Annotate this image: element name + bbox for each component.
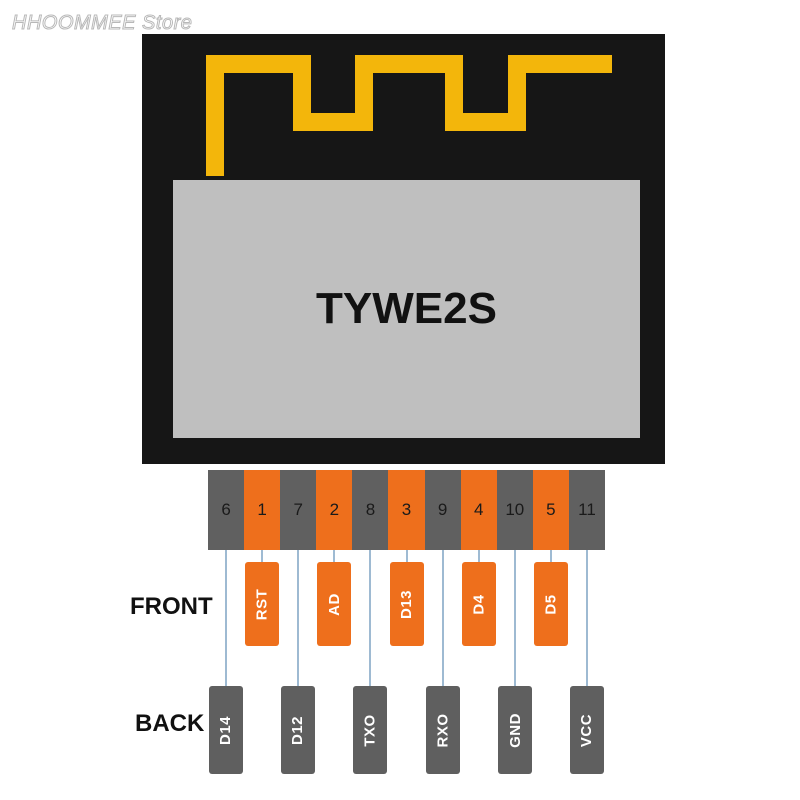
signal-label: AD <box>325 592 343 616</box>
pin-header-strip: 6 1 7 2 8 3 9 4 10 5 11 <box>208 470 606 550</box>
signal-label: RXO <box>434 712 452 748</box>
back-signal-tag: GND <box>498 686 532 774</box>
pin-9: 9 <box>424 470 461 550</box>
back-signal-tag: D12 <box>281 686 315 774</box>
pin-number: 10 <box>505 500 525 519</box>
module-name-label: TYWE2S <box>316 284 497 333</box>
pin-number: 11 <box>578 500 596 519</box>
pin-number: 5 <box>546 500 556 519</box>
back-signal-tag: D14 <box>209 686 243 774</box>
front-side-label: FRONT <box>130 593 213 620</box>
pin-4: 4 <box>460 470 497 550</box>
signal-label: RST <box>253 588 271 620</box>
signal-label: D5 <box>542 593 560 615</box>
pin-number: 1 <box>257 500 267 519</box>
front-signal-tag: AD <box>317 562 351 646</box>
pin-number: 2 <box>329 500 340 519</box>
pin-number: 6 <box>221 500 231 519</box>
signal-label: D13 <box>398 589 416 619</box>
pin-7: 7 <box>280 470 317 550</box>
wifi-module-body: TYWE2S <box>142 34 665 464</box>
pin-2: 2 <box>316 470 353 550</box>
back-signal-tag: RXO <box>426 686 460 774</box>
pin-number: 7 <box>293 500 303 519</box>
signal-label: D12 <box>289 715 307 745</box>
pin-10: 10 <box>496 470 533 550</box>
pin-8: 8 <box>352 470 389 550</box>
pin-3: 3 <box>388 470 425 550</box>
pin-number: 4 <box>473 500 484 519</box>
store-watermark: HHOOMMEE Store <box>11 12 193 35</box>
pcb-antenna-trace <box>206 55 612 176</box>
pin-5: 5 <box>532 470 569 550</box>
signal-label: D4 <box>470 593 488 615</box>
signal-label: GND <box>506 712 524 748</box>
front-signal-tag: RST <box>245 562 279 646</box>
back-side-label: BACK <box>135 710 205 737</box>
pin-11: 11 <box>568 470 606 550</box>
pin-1: 1 <box>244 470 281 550</box>
front-signal-tag: D4 <box>462 562 496 646</box>
rf-shield-can: TYWE2S <box>173 180 640 438</box>
pin-number: 8 <box>365 500 376 519</box>
signal-label: TXO <box>361 713 379 747</box>
signal-label: D14 <box>217 715 235 745</box>
signal-label: VCC <box>578 713 596 747</box>
pin-6: 6 <box>208 470 245 550</box>
front-signal-tag: D5 <box>534 562 568 646</box>
back-signal-tag: TXO <box>353 686 387 774</box>
front-signal-tag: D13 <box>390 562 424 646</box>
pin-number: 3 <box>401 500 412 519</box>
back-signal-tag: VCC <box>570 686 604 774</box>
pin-number: 9 <box>437 500 448 519</box>
